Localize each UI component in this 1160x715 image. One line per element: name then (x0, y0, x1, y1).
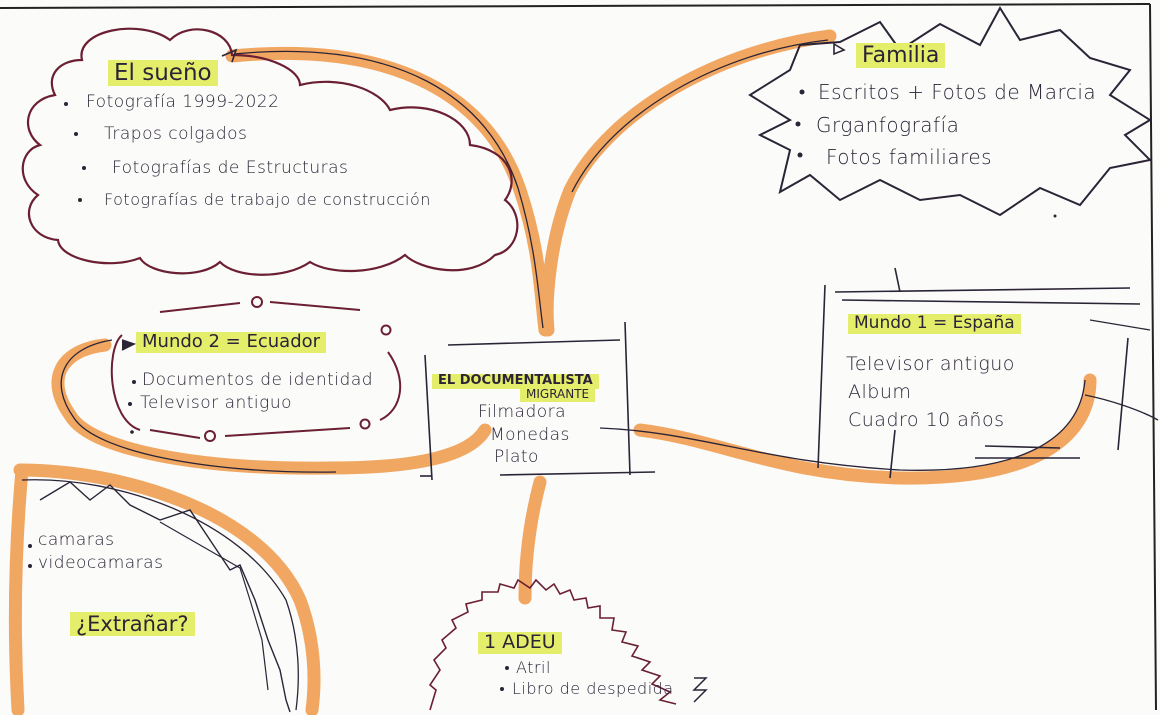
bullet-dots (28, 89, 1057, 691)
extranar-item: camaras (38, 530, 115, 550)
el-sueno-item: Fotografías de trabajo de construcción (104, 190, 431, 209)
mundo1-item: Cuadro 10 años (848, 409, 1005, 431)
adeu-item: Libro de despedida (512, 679, 674, 698)
branch-to-mundo2 (51, 338, 492, 475)
familia-item: Grganfografía (816, 113, 960, 137)
mundo2-item: Documentos de identidad (142, 370, 374, 390)
center-item: Monedas (490, 425, 570, 445)
extranar-title: ¿Extrañar? (70, 612, 195, 637)
el-sueno-cloud (21, 27, 519, 276)
paper-edge-top (0, 3, 1151, 9)
mundo2-title: Mundo 2 = Ecuador (136, 331, 327, 353)
el-sueno-title: El sueño (108, 60, 218, 87)
mundo1-item: Album (848, 381, 912, 403)
mundo2-oval (110, 296, 402, 442)
el-sueno-item: Trapos colgados (104, 124, 248, 144)
center-title-line1: EL DOCUMENTALISTA (432, 373, 599, 389)
ink-lines (21, 39, 1159, 711)
familia-star-frame (748, 6, 1153, 217)
paper-edge-right (1149, 3, 1157, 711)
arrow-familia (833, 42, 846, 56)
familia-title: Familia (856, 43, 946, 69)
mundo2-item: Televisor antiguo (140, 393, 293, 413)
adeu-spiky-arc (428, 578, 677, 711)
center-item: Plato (494, 447, 539, 467)
el-sueno-item: Fotografías de Estructuras (112, 158, 349, 178)
branch-extranar-left (8, 463, 29, 715)
center-box (420, 321, 656, 481)
familia-item: Fotos familiares (826, 145, 993, 169)
arrow-mundo2 (121, 339, 137, 351)
arrow-el-sueno (221, 48, 238, 63)
familia-item: Escritos + Fotos de Marcia (818, 80, 1097, 104)
branch-to-adeu (518, 475, 547, 605)
extranar-zigzag (39, 481, 291, 713)
branch-to-familia (540, 29, 837, 337)
branch-to-extranar (13, 463, 321, 715)
extranar-inner-line (159, 521, 269, 691)
adeu-z-mark (692, 677, 708, 703)
el-sueno-item: Fotografía 1999-2022 (86, 92, 280, 112)
mundo1-item: Televisor antiguo (846, 353, 1015, 375)
branch-to-mundo1 (633, 373, 1097, 485)
extranar-item: videocamaras (38, 553, 164, 573)
center-title-line2: MIGRANTE (520, 387, 596, 402)
mundo1-title: Mundo 1 = España (848, 313, 1021, 334)
adeu-title: 1 ADEU (478, 631, 562, 654)
mundo1-box (817, 267, 1141, 479)
center-item: Filmadora (478, 402, 567, 422)
adeu-item: Atril (516, 658, 551, 677)
